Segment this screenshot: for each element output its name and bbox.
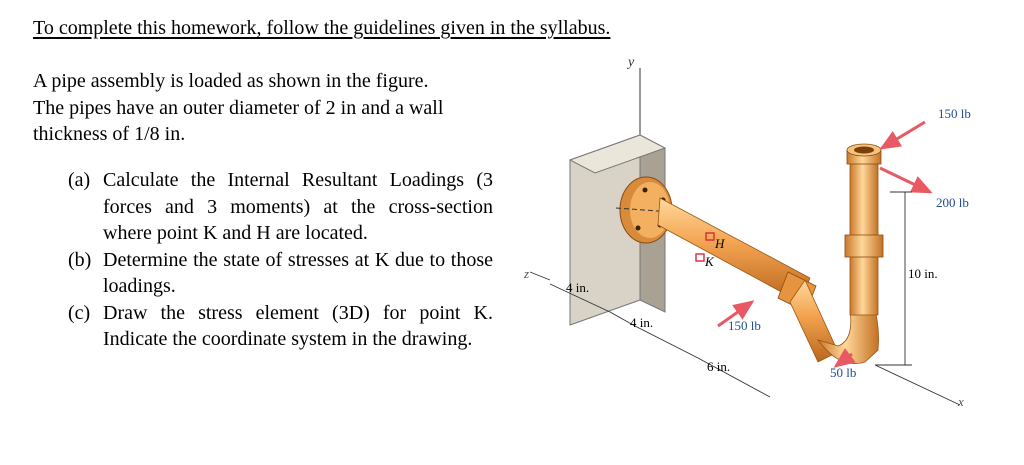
force-arrows: 150 lb 200 lb 150 lb 50 lb: [717, 106, 971, 380]
dimension-lines: [529, 191, 961, 406]
y-axis-label: y: [626, 55, 635, 70]
question-a: (a) Calculate the Internal Resultant Loa…: [68, 167, 493, 247]
question-list: (a) Calculate the Internal Resultant Loa…: [68, 167, 493, 353]
question-a-text: Calculate the Internal Resultant Loading…: [103, 169, 493, 244]
point-k-label: K: [704, 254, 715, 269]
point-markers: H K: [695, 232, 725, 269]
point-h-label: H: [714, 236, 725, 251]
intro-line-2: The pipes have an outer diameter of 2 in…: [33, 96, 444, 119]
dim-d-label: 10 in.: [908, 266, 938, 281]
force-bottom-arrow: [833, 348, 856, 368]
x-axis-label: x: [957, 394, 964, 409]
question-b-label: (b): [68, 248, 92, 271]
dim-b-label: 4 in.: [630, 315, 653, 330]
force-top-label: 150 lb: [938, 106, 971, 121]
dim-a-label: 4 in.: [566, 280, 589, 295]
homework-heading: To complete this homework, follow the gu…: [33, 17, 611, 39]
force-top-arrow: [879, 120, 926, 150]
intro-line-1: A pipe assembly is loaded as shown in th…: [33, 70, 429, 92]
question-c: (c) Draw the stress element (3D) for poi…: [68, 300, 493, 353]
force-mid-label: 150 lb: [728, 318, 761, 333]
pipe-assembly-figure: y H K: [523, 55, 971, 409]
question-b-text: Determine the state of stresses at K due…: [103, 248, 493, 298]
question-b: (b) Determine the state of stresses at K…: [68, 247, 493, 300]
force-bottom-label: 50 lb: [830, 365, 856, 380]
intro-line-3: thickness of 1/8 in.: [33, 123, 186, 145]
question-a-label: (a): [68, 169, 91, 191]
force-right-arrow: [879, 166, 933, 194]
pipe-segment-x: [789, 279, 839, 363]
dim-c-label: 6 in.: [707, 359, 730, 374]
z-axis-label: z: [523, 266, 529, 281]
question-c-label: (c): [68, 301, 91, 324]
problem-statement: A pipe assembly is loaded as shown in th…: [33, 68, 503, 148]
pipe-segment-vertical: [844, 143, 884, 316]
force-mid-arrow: [717, 300, 755, 328]
force-right-label: 200 lb: [936, 195, 969, 210]
question-c-text: Draw the stress element (3D) for point K…: [103, 301, 493, 351]
